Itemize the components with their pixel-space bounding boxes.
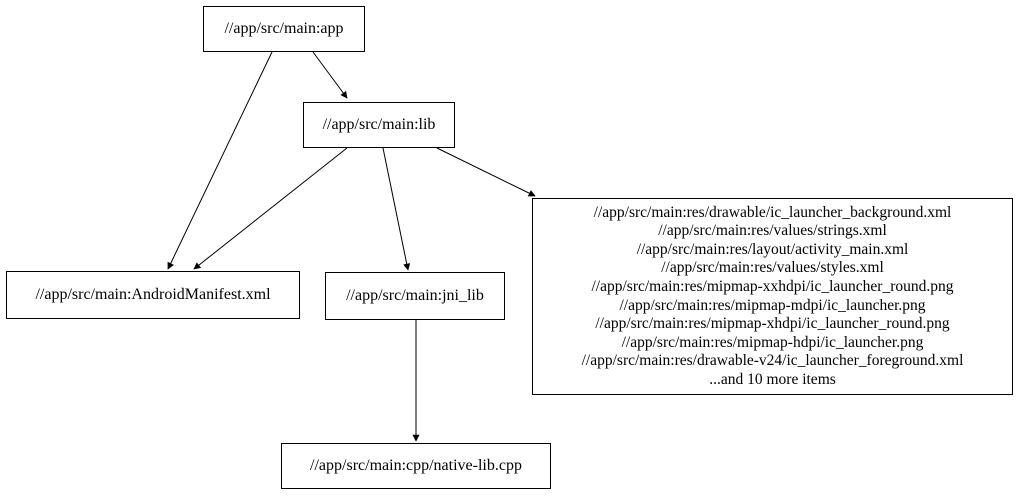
resource-line: //app/src/main:res/mipmap-xhdpi/ic_launc…: [595, 315, 950, 333]
node-lib-label: //app/src/main:lib: [322, 116, 436, 133]
resource-line: //app/src/main:res/mipmap-hdpi/ic_launch…: [621, 333, 924, 351]
node-app: //app/src/main:app: [203, 6, 365, 52]
node-android-manifest-label: //app/src/main:AndroidManifest.xml: [35, 286, 271, 303]
resource-line-more: ...and 10 more items: [709, 370, 836, 388]
node-native-lib-cpp-label: //app/src/main:cpp/native-lib.cpp: [310, 457, 522, 474]
node-resources: //app/src/main:res/drawable/ic_launcher_…: [532, 198, 1013, 395]
node-native-lib-cpp: //app/src/main:cpp/native-lib.cpp: [281, 443, 551, 489]
resource-line: //app/src/main:res/values/strings.xml: [658, 222, 887, 240]
resource-line: //app/src/main:res/mipmap-mdpi/ic_launch…: [619, 296, 926, 314]
resource-line: //app/src/main:res/values/styles.xml: [661, 259, 884, 277]
edge-app-to-lib: [312, 51, 348, 99]
node-lib: //app/src/main:lib: [303, 102, 455, 148]
resource-line: //app/src/main:res/drawable-v24/ic_launc…: [581, 352, 964, 370]
node-app-label: //app/src/main:app: [224, 20, 344, 37]
resource-line: //app/src/main:res/mipmap-xxhdpi/ic_laun…: [591, 277, 954, 295]
resource-line: //app/src/main:res/layout/activity_main.…: [636, 240, 909, 258]
node-jni-lib: //app/src/main:jni_lib: [325, 272, 505, 320]
node-jni-lib-label: //app/src/main:jni_lib: [346, 287, 484, 304]
edge-lib-to-manifest: [193, 147, 348, 270]
edge-lib-to-resources: [436, 147, 536, 197]
resource-line: //app/src/main:res/drawable/ic_launcher_…: [593, 203, 952, 221]
node-android-manifest: //app/src/main:AndroidManifest.xml: [6, 271, 300, 319]
edge-app-to-manifest: [167, 51, 273, 270]
edge-lib-to-jni-lib: [382, 147, 411, 271]
